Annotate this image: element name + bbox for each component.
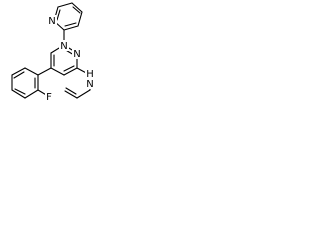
bond <box>72 6 81 14</box>
pyridine-ring <box>53 2 83 31</box>
fluorine-label: F <box>46 92 52 103</box>
bond <box>76 89 91 99</box>
bond <box>13 71 25 79</box>
pyrimidine-n1-label: N <box>60 41 67 52</box>
molecule-structure-diagram: N N N F H N <box>11 2 95 103</box>
bond <box>63 67 78 76</box>
bond <box>71 2 83 13</box>
fluorophenyl-ring <box>11 67 49 99</box>
bond <box>37 67 52 76</box>
pyridine-nitrogen-label: N <box>48 16 55 27</box>
bond <box>24 89 39 99</box>
atom-labels: N N N F H N <box>45 15 95 103</box>
pyrimidine-n3-label: N <box>73 49 80 60</box>
bond <box>14 88 26 95</box>
bond <box>77 11 83 27</box>
amine-hydrogen-label: H <box>86 69 94 80</box>
bond <box>24 67 39 76</box>
bond <box>65 87 77 95</box>
bond <box>64 90 78 99</box>
amine-nitrogen-label: N <box>86 79 93 90</box>
bond <box>11 89 26 99</box>
bond <box>64 22 77 27</box>
bond <box>11 67 26 76</box>
bond <box>63 25 79 31</box>
bond <box>57 2 73 8</box>
bond <box>50 67 65 76</box>
bond <box>56 9 61 21</box>
bond <box>63 65 75 72</box>
